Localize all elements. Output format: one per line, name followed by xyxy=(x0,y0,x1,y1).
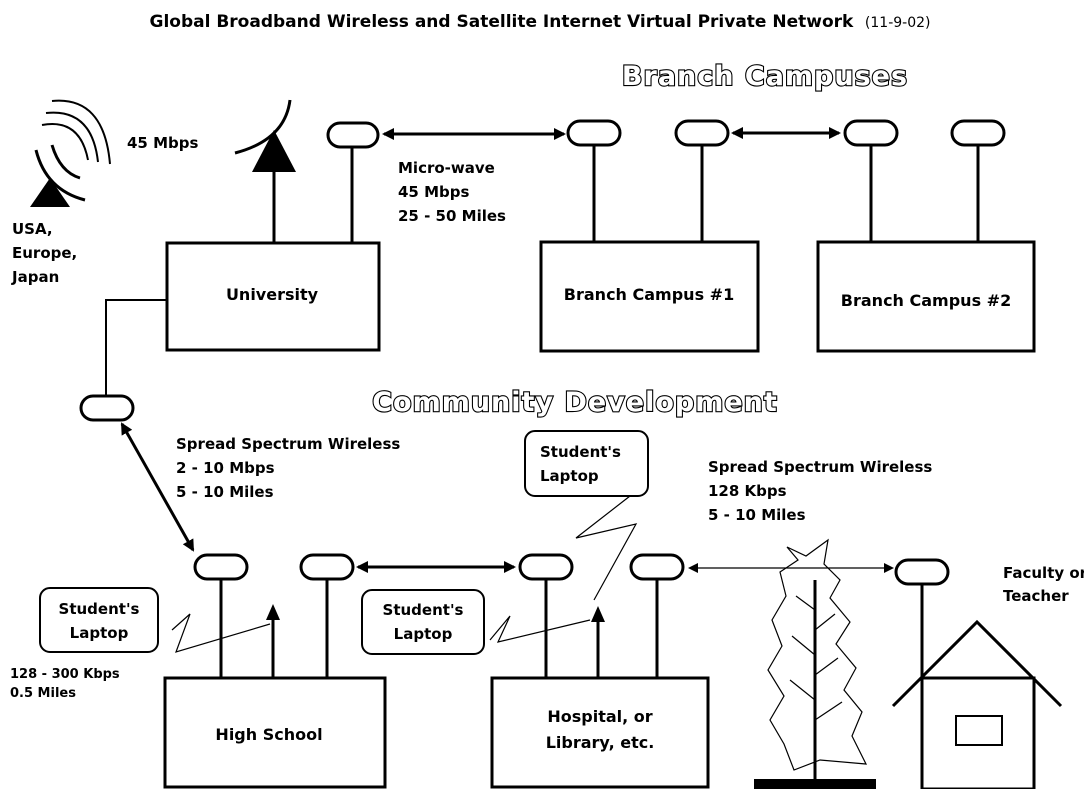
microwave-label-1: Micro-wave xyxy=(398,159,495,177)
microwave-label-3: 25 - 50 Miles xyxy=(398,207,506,225)
high-school-label: High School xyxy=(215,725,322,744)
laptop-2-label-2: Laptop xyxy=(394,625,453,643)
ss1-label-2: 2 - 10 Mbps xyxy=(176,459,275,477)
antenna-branch2-right xyxy=(950,119,1006,147)
ss1-label-3: 5 - 10 Miles xyxy=(176,483,274,501)
microwave-label-2: 45 Mbps xyxy=(398,183,469,201)
house-label-1: Faculty or xyxy=(1003,564,1084,582)
branch-campus-2-box xyxy=(816,240,1036,353)
hospital-access-point-icon xyxy=(591,606,605,622)
house-label-2: Teacher xyxy=(1003,587,1069,605)
wireless-zigzag-1 xyxy=(171,613,271,653)
student-laptop-callout-3: Student's Laptop xyxy=(524,430,649,497)
student-laptop-callout-1: Student's Laptop xyxy=(39,587,159,653)
student-laptop-callout-2: Student's Laptop xyxy=(361,589,485,655)
local-range-label-1: 128 - 300 Kbps xyxy=(10,667,120,682)
heading-branch-campuses: Branch Campuses xyxy=(622,61,908,92)
antenna-university xyxy=(326,121,380,149)
region-label-1: USA, xyxy=(12,220,53,238)
antenna-branch2-left xyxy=(843,119,899,147)
high-school-box xyxy=(163,676,387,789)
antenna-highschool-left xyxy=(193,553,249,581)
branch-campus-1-label: Branch Campus #1 xyxy=(564,285,734,304)
house-icon xyxy=(891,619,1063,791)
hospital-label-2: Library, etc. xyxy=(546,733,655,752)
tree-icon xyxy=(754,538,876,789)
satellite-speed-label: 45 Mbps xyxy=(127,134,198,152)
wireless-zigzag-2 xyxy=(489,615,591,643)
branch-campus-2-label: Branch Campus #2 xyxy=(841,291,1011,310)
antenna-branch1-left xyxy=(566,119,622,147)
antenna-branch1-right xyxy=(674,119,730,147)
ss2-label-2: 128 Kbps xyxy=(708,482,787,500)
university-community-cable xyxy=(105,299,167,396)
antenna-hospital-left xyxy=(518,553,574,581)
ss2-label-3: 5 - 10 Miles xyxy=(708,506,806,524)
laptop-1-label-2: Laptop xyxy=(70,624,129,642)
laptop-3-label-1: Student's xyxy=(540,443,621,461)
highschool-access-point-icon xyxy=(266,604,280,620)
ss2-label-1: Spread Spectrum Wireless xyxy=(708,458,932,476)
wireless-zigzag-3 xyxy=(575,495,638,601)
hospital-box xyxy=(490,676,710,789)
laptop-2-label-1: Student's xyxy=(383,601,464,619)
laptop-3-label-2: Laptop xyxy=(540,467,599,485)
hospital-label-1: Hospital, or xyxy=(547,707,652,726)
antenna-house xyxy=(894,558,950,586)
ss1-label-1: Spread Spectrum Wireless xyxy=(176,435,400,453)
region-label-3: Japan xyxy=(11,268,59,286)
university-dish-icon xyxy=(234,99,296,172)
branch-campus-1-box xyxy=(539,240,760,353)
laptop-1-label-1: Student's xyxy=(59,600,140,618)
antenna-highschool-right xyxy=(299,553,355,581)
region-label-2: Europe, xyxy=(12,244,77,262)
antenna-community-hub xyxy=(79,394,135,422)
antenna-hospital-right xyxy=(629,553,685,581)
spread-spectrum-link-1 xyxy=(120,422,195,552)
heading-community-development: Community Development xyxy=(372,387,778,418)
satellite-dish-icon xyxy=(30,99,111,207)
page-title: Global Broadband Wireless and Satellite … xyxy=(149,12,930,32)
university-label: University xyxy=(226,285,319,304)
local-range-label-2: 0.5 Miles xyxy=(10,686,76,701)
university-box xyxy=(165,241,381,352)
